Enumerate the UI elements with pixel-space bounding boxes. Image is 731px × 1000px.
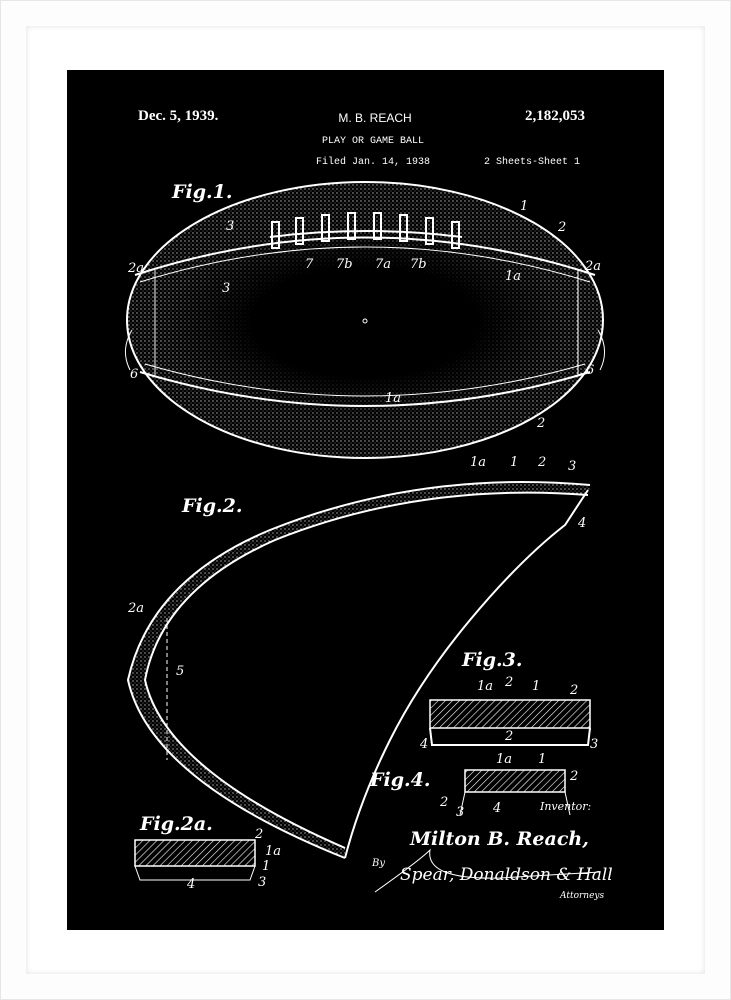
reference-numeral: 2 (254, 827, 263, 842)
reference-numeral: 2 (569, 683, 578, 698)
filed-date: Filed Jan. 14, 1938 (316, 156, 430, 168)
reference-numeral: 4 (577, 516, 586, 531)
inventor-signature: Milton B. Reach, (409, 828, 589, 850)
reference-numeral: 1 (510, 455, 518, 470)
reference-numeral: 1a (385, 391, 401, 406)
signature-flourish (374, 848, 601, 893)
sheets-info: 2 Sheets-Sheet 1 (484, 156, 580, 168)
fig2a-label: Fig.2a. (139, 813, 213, 835)
reference-numeral: 2 (536, 416, 545, 431)
fig4-reference-numerals: 1a 1 2 2 3 4 (439, 752, 578, 820)
fig1-football-drawing (125, 181, 605, 459)
fig2-shell-drawing (126, 481, 591, 859)
reference-numeral: 7 (305, 257, 314, 272)
fig1-label: Fig.1. (171, 181, 232, 203)
fig3-reference-numerals: 1a 2 1 2 4 2 3 (419, 675, 598, 752)
fig2a-section-drawing (134, 839, 256, 881)
reference-numeral: 7b (410, 257, 427, 272)
by-label: By (371, 858, 385, 869)
reference-numeral: 1 (520, 199, 528, 214)
fig1-reference-numerals: 1 2 2a 2a 3 3 7 7b 7a 7b 1a 6 6 1a 2 (127, 199, 601, 431)
reference-numeral: 1 (262, 859, 270, 874)
patent-date: Dec. 5, 1939. (138, 108, 219, 124)
reference-numeral: 2 (557, 220, 566, 235)
fig4-section-drawing (459, 769, 571, 816)
reference-numeral: 6 (586, 363, 594, 378)
reference-numeral: 5 (176, 664, 184, 679)
reference-numeral: 3 (456, 805, 464, 820)
reference-numeral: 1a (496, 752, 512, 767)
reference-numeral: 2a (584, 259, 601, 274)
reference-numeral: 6 (130, 367, 138, 382)
reference-numeral: 2 (569, 769, 578, 784)
fig3-section-drawing (429, 699, 591, 746)
fig2a-reference-numerals: 2 1a 1 3 4 (186, 827, 281, 892)
reference-numeral: 1a (470, 455, 486, 470)
attorneys-label: Attorneys (559, 891, 605, 901)
reference-numeral: 1a (265, 844, 281, 859)
patent-number: 2,182,053 (525, 108, 585, 124)
reference-numeral: 2 (504, 729, 513, 744)
reference-numeral: 1a (477, 679, 493, 694)
inventor-header: M. B. REACH (338, 111, 411, 125)
reference-numeral: 4 (419, 737, 428, 752)
fig2-reference-numerals: 1a 1 2 3 4 2a 5 (127, 455, 586, 679)
reference-numeral: 7b (336, 257, 353, 272)
inventor-label: Inventor: (539, 800, 591, 813)
reference-numeral: 4 (186, 877, 195, 892)
reference-numeral: 2 (439, 795, 448, 810)
reference-numeral: 2a (127, 601, 144, 616)
fig4-label: Fig.4. (369, 769, 430, 791)
reference-numeral: 2a (127, 261, 144, 276)
reference-numeral: 2 (504, 675, 513, 690)
laces (269, 212, 463, 249)
fig3-label: Fig.3. (461, 649, 522, 671)
reference-numeral: 3 (258, 875, 266, 890)
reference-numeral: 3 (222, 281, 230, 296)
reference-numeral: 2 (537, 455, 546, 470)
reference-numeral: 7a (375, 257, 391, 272)
fig2-label: Fig.2. (181, 495, 242, 517)
reference-numeral: 1 (532, 679, 540, 694)
reference-numeral: 1a (505, 269, 521, 284)
reference-numeral: 3 (590, 737, 598, 752)
reference-numeral: 1 (538, 752, 546, 767)
patent-title: PLAY OR GAME BALL (322, 136, 424, 147)
reference-numeral: 4 (492, 801, 501, 816)
reference-numeral: 3 (226, 219, 234, 234)
attorneys-signature: Spear, Donaldson & Hall (400, 865, 613, 885)
reference-numeral: 3 (568, 459, 576, 474)
